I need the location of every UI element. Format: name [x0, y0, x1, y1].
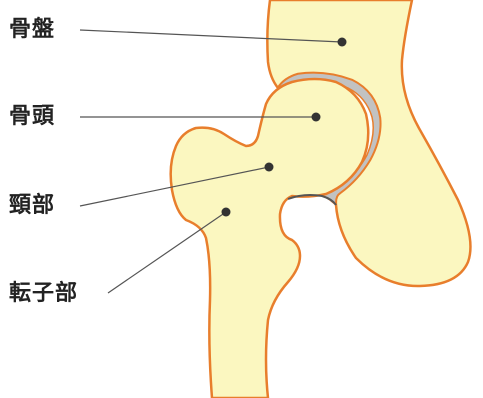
femoral-neck-marker-dot	[265, 163, 274, 172]
femoral-head-marker-dot	[312, 113, 321, 122]
femoral-neck-label: 頸部	[9, 193, 55, 219]
femoral-head-label: 骨頭	[9, 104, 55, 130]
trochanter-label: 転子部	[9, 281, 78, 307]
pelvis-marker-dot	[338, 38, 347, 47]
pelvis-label: 骨盤	[9, 17, 55, 43]
trochanter-marker-dot	[222, 208, 231, 217]
femur-bone	[171, 79, 369, 398]
